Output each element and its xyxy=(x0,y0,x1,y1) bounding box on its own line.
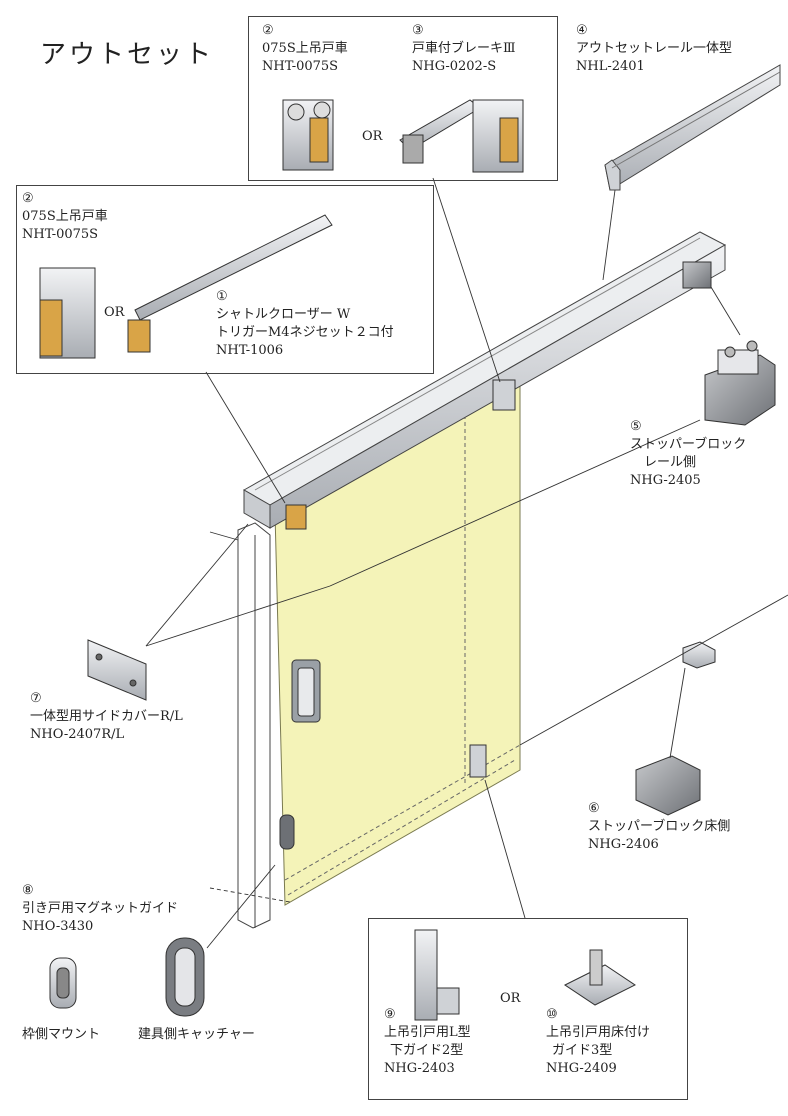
label-p4-name: アウトセットレール一体型 xyxy=(576,41,733,56)
label-p1-line2: トリガーM4ネジセット２コ付 xyxy=(216,325,394,340)
box-bottom xyxy=(368,918,688,1100)
label-p6-name: ストッパーブロック床側 xyxy=(588,819,731,834)
label-p2-left-code: NHT-0075S xyxy=(22,227,99,242)
rail-detail xyxy=(604,64,781,191)
label-p2-top-name: 075S上吊戸車 xyxy=(262,41,348,56)
stopper-rail xyxy=(704,340,776,426)
label-p8-sub2: 建具側キャッチャー xyxy=(138,1027,255,1042)
label-p6-code: NHG-2406 xyxy=(588,837,659,852)
magnet-guide-parts xyxy=(49,937,205,1017)
leader-lines xyxy=(145,177,788,949)
label-p3-num: ③ xyxy=(412,23,424,38)
label-p9-code: NHG-2403 xyxy=(384,1061,455,1076)
label-p3-code: NHG-0202-S xyxy=(412,59,497,74)
label-p9-num: ⑨ xyxy=(384,1007,396,1022)
or-label-top: OR xyxy=(362,129,383,144)
label-p4-num: ④ xyxy=(576,23,588,38)
or-label-bottom: OR xyxy=(500,991,521,1006)
label-p10-code: NHG-2409 xyxy=(546,1061,617,1076)
label-p1-code: NHT-1006 xyxy=(216,343,284,358)
door-frame xyxy=(237,522,271,929)
box-top xyxy=(248,16,558,181)
label-p2-left-num: ② xyxy=(22,191,34,206)
label-p10-num: ⑩ xyxy=(546,1007,558,1022)
box-left xyxy=(16,185,434,374)
label-p5-num: ⑤ xyxy=(630,419,642,434)
rail-rollers xyxy=(285,261,712,530)
side-cover xyxy=(87,639,147,701)
label-p10-line2: ガイド3型 xyxy=(552,1043,613,1058)
door-handle xyxy=(291,659,321,723)
page-title: アウトセット xyxy=(40,40,215,70)
label-p7-name: 一体型用サイドカバーR/L xyxy=(30,709,183,724)
label-p9-line1: 上吊引戸用L型 xyxy=(384,1025,471,1040)
label-p7-num: ⑦ xyxy=(30,691,42,706)
label-p2-top-num: ② xyxy=(262,23,274,38)
label-p5-code: NHG-2405 xyxy=(630,473,701,488)
label-p5-line1: ストッパーブロック xyxy=(630,437,747,452)
label-p3-name: 戸車付ブレーキⅢ xyxy=(412,41,516,56)
label-p9-line2: 下ガイド2型 xyxy=(390,1043,464,1058)
box-left-parts xyxy=(39,214,333,359)
label-p2-left-name: 075S上吊戸車 xyxy=(22,209,108,224)
label-p2-top-code: NHT-0075S xyxy=(262,59,339,74)
label-p1-line1: シャトルクローザー W xyxy=(216,307,351,322)
label-p5-line2: レール側 xyxy=(644,455,697,470)
label-p8-code: NHO-3430 xyxy=(22,919,94,934)
stopper-floor xyxy=(635,641,716,816)
or-label-left: OR xyxy=(104,305,125,320)
box-bottom-parts xyxy=(414,929,636,1021)
label-p10-line1: 上吊引戸用床付け xyxy=(546,1025,651,1040)
label-p6-num: ⑥ xyxy=(588,801,600,816)
label-p1-num: ① xyxy=(216,289,228,304)
label-p8-sub1: 枠側マウント xyxy=(22,1027,101,1042)
label-p7-code: NHO-2407R/L xyxy=(30,727,125,742)
label-p8-num: ⑧ xyxy=(22,883,34,898)
box-top-rollers xyxy=(282,99,524,173)
label-p4-code: NHL-2401 xyxy=(576,59,645,74)
label-p8-name: 引き戸用マグネットガイド xyxy=(22,901,179,916)
